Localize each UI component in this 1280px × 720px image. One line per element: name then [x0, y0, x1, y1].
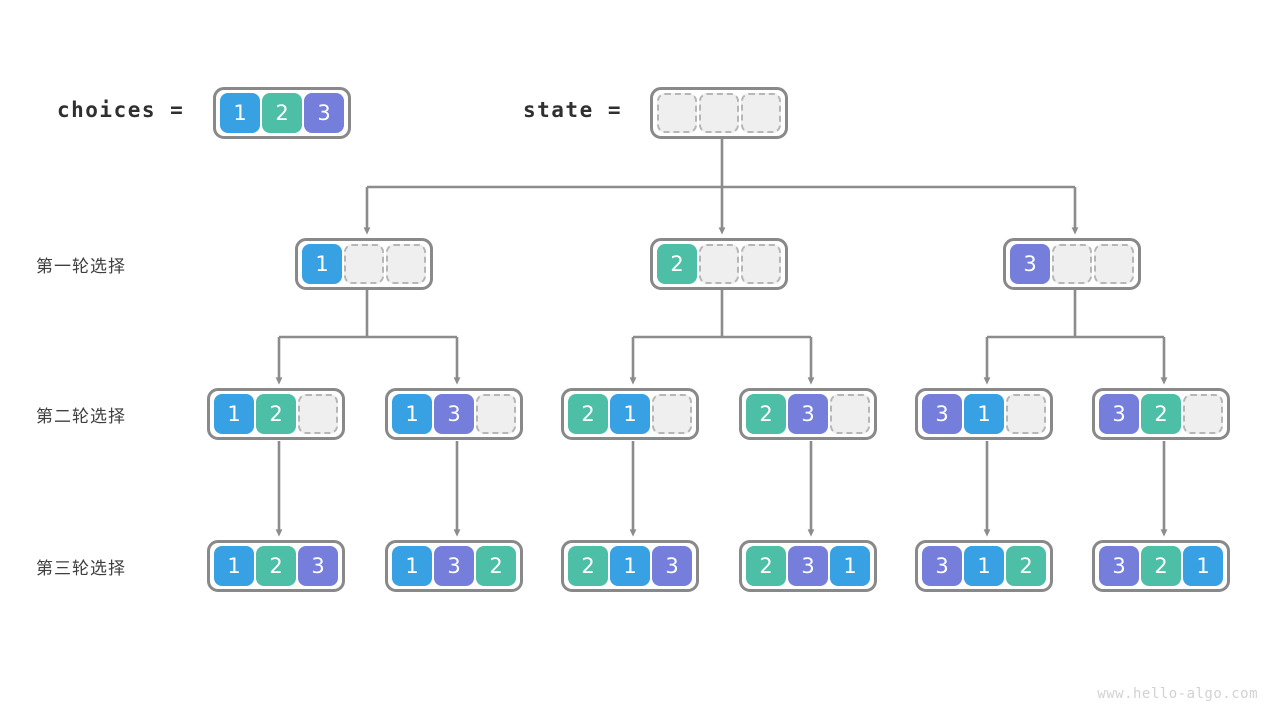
round1-node-1-cell-3	[386, 244, 426, 284]
round2-node-2-cell-3	[476, 394, 516, 434]
round3-node-6-cell-2: 2	[1141, 546, 1181, 586]
round2-node-1-cell-2: 2	[256, 394, 296, 434]
round1-node-2-cell-3	[741, 244, 781, 284]
round2-node-4-cell-3	[830, 394, 870, 434]
round3-node-4-cell-3: 1	[830, 546, 870, 586]
round3-node-3-cell-1: 2	[568, 546, 608, 586]
round1-node-3: 3	[1003, 238, 1141, 290]
round3-node-4-cell-2: 3	[788, 546, 828, 586]
state-cell-3	[741, 93, 781, 133]
round3-node-4-cell-1: 2	[746, 546, 786, 586]
round3-node-5-cell-2: 1	[964, 546, 1004, 586]
round1-node-3-cell-1: 3	[1010, 244, 1050, 284]
round2-node-3-cell-1: 2	[568, 394, 608, 434]
round3-node-5-cell-3: 2	[1006, 546, 1046, 586]
round1-node-1: 1	[295, 238, 433, 290]
round2-node-4-cell-2: 3	[788, 394, 828, 434]
round2-node-5-cell-2: 1	[964, 394, 1004, 434]
round1-node-2-cell-2	[699, 244, 739, 284]
round1-node-1-cell-2	[344, 244, 384, 284]
round3-node-1-cell-2: 2	[256, 546, 296, 586]
round3-node-1-cell-1: 1	[214, 546, 254, 586]
round1-node-2-cell-1: 2	[657, 244, 697, 284]
round2-node-1-cell-1: 1	[214, 394, 254, 434]
round1-node-2: 2	[650, 238, 788, 290]
state-array	[650, 87, 788, 139]
round1-node-3-cell-2	[1052, 244, 1092, 284]
round2-node-2-cell-2: 3	[434, 394, 474, 434]
choices-label: choices =	[57, 98, 185, 122]
round2-node-1-cell-3	[298, 394, 338, 434]
round2-node-6-cell-3	[1183, 394, 1223, 434]
round3-node-2-cell-3: 2	[476, 546, 516, 586]
round3-node-3-cell-2: 1	[610, 546, 650, 586]
round3-node-1-cell-3: 3	[298, 546, 338, 586]
round2-node-6-cell-2: 2	[1141, 394, 1181, 434]
round3-node-3-cell-3: 3	[652, 546, 692, 586]
round3-node-6-cell-3: 1	[1183, 546, 1223, 586]
round3-node-2-cell-2: 3	[434, 546, 474, 586]
round2-node-4-cell-1: 2	[746, 394, 786, 434]
round3-node-2-cell-1: 1	[392, 546, 432, 586]
choices-cell-3: 3	[304, 93, 344, 133]
round2-node-6-cell-1: 3	[1099, 394, 1139, 434]
round2-node-3-cell-3	[652, 394, 692, 434]
row-label-round1: 第一轮选择	[36, 257, 126, 277]
row-label-round3: 第三轮选择	[36, 559, 126, 579]
round1-node-3-cell-3	[1094, 244, 1134, 284]
round3-node-5-cell-1: 3	[922, 546, 962, 586]
state-cell-1	[657, 93, 697, 133]
choices-cell-1: 1	[220, 93, 260, 133]
state-label: state =	[523, 98, 623, 122]
watermark: www.hello-algo.com	[1097, 686, 1258, 702]
round1-node-1-cell-1: 1	[302, 244, 342, 284]
row-label-round2: 第二轮选择	[36, 407, 126, 427]
state-cell-2	[699, 93, 739, 133]
round2-node-2-cell-1: 1	[392, 394, 432, 434]
round2-node-3-cell-2: 1	[610, 394, 650, 434]
round3-node-6-cell-1: 3	[1099, 546, 1139, 586]
choices-cell-2: 2	[262, 93, 302, 133]
round2-node-5-cell-1: 3	[922, 394, 962, 434]
round2-node-5-cell-3	[1006, 394, 1046, 434]
